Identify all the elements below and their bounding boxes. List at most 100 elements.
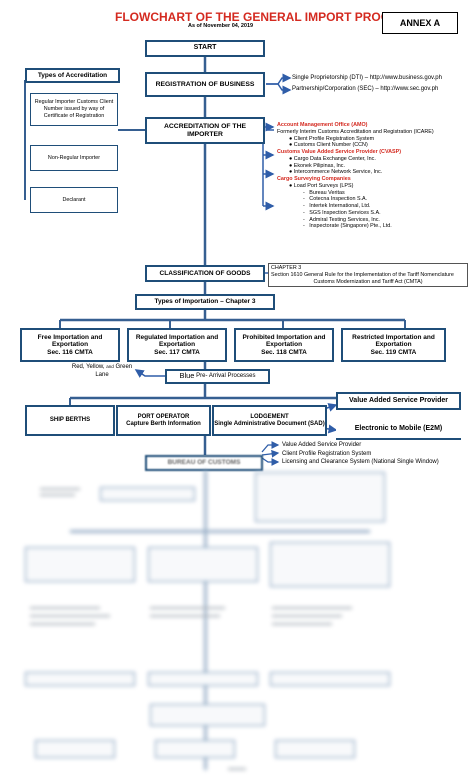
bullet-icon: ● [289,135,294,142]
prohibited-importation-label: Prohibited Importation and Exportation [242,333,326,349]
lps-item: Inspectorate (Singapore) Pte., Ltd. [309,223,392,230]
post-lodgement-list: Value Added Service Provider Client Prof… [282,441,439,467]
declarant-box: Declarant [30,187,118,213]
non-regular-importer-box: Non-Regular Importer [30,145,118,171]
blur-box [255,472,385,522]
arrow-right-icon [261,441,280,453]
types-of-accreditation-label: Types of Accreditation [25,68,120,83]
lodgement-title: LODGEMENT [250,413,289,420]
bullet-icon: ● [289,169,294,176]
blur-box [100,487,195,501]
bullet-icon: ● [289,162,294,169]
cvasp-list: ● Cargo Data Exchange Center, Inc. ● Eko… [277,156,472,176]
regulated-importation-label: Regulated Importation and Exportation [135,333,219,349]
registration-link-sec: Partnership/Corporation (SEC) – http://w… [292,86,439,92]
accreditation-details: Account Management Office (AMO) Formerly… [277,122,472,230]
lps-item: Intertek International, Ltd. [309,203,371,209]
blur-text [40,494,75,496]
blur-text [150,607,225,609]
port-operator-title: PORT OPERATOR [137,413,190,420]
arrow-right-icon [266,83,292,95]
chapter3-box: CHAPTER 3 Section 1610 General Rule for … [268,263,468,287]
regulated-importation-box: Regulated Importation and Exportation Se… [127,328,227,362]
restricted-importation-label: Restricted Importation and Exportation [352,333,435,349]
vasp-box: Value Added Service Provider [336,392,461,410]
chapter3-section: Section 1610 General Rule for the Implem… [271,271,454,278]
blur-box [25,547,135,582]
registration-link-dti: Single Proprietorship (DTI) – http://www… [292,75,442,81]
start-node: START [145,40,265,57]
lanes-and: and [106,364,114,369]
blur-text [228,768,246,770]
regulated-importation-section: Sec. 117 CMTA [154,348,200,356]
blurred-region [0,462,474,780]
blur-text [30,607,100,609]
blur-box [150,704,265,726]
arrow-right-icon [134,369,165,378]
blur-bus [70,530,370,533]
lodgement-sub: Single Administrative Document (SAD) [214,420,325,427]
csc-title: Cargo Surveying Companies [277,176,351,182]
blur-spine [204,470,207,770]
amo-title: Account Management Office (AMO) [277,122,368,128]
annex-badge: ANNEX A [382,12,458,34]
blur-text [30,623,95,625]
lps-list: ● Load Port Surveys (LPS) - Bureau Verit… [289,182,392,230]
blur-text [150,615,220,617]
amo-item: Customs Client Number (CCN) [293,142,368,149]
free-importation-section: Sec. 116 CMTA [47,348,93,356]
arrow-right-icon [261,449,280,458]
lps-item: Admiral Testing Services, Inc. [309,216,380,223]
bullet-icon: ● [289,182,294,189]
free-importation-box: Free Importation and Exportation Sec. 11… [20,328,120,362]
bullet-icon: ● [289,155,294,162]
amo-list: ● Client Profile Registration System ● C… [277,136,472,150]
post-item: Licensing and Clearance System (National… [282,459,439,466]
blur-box [148,547,258,582]
pre-arrival-blue: Blue [179,371,195,381]
ship-berths-box: SHIP BERTHS [25,405,115,436]
arrow-right-icon [261,457,280,466]
e2m-box: Electronic to Mobile (E2M) [336,420,461,440]
amo-desc: Formerly Interim Customs Accreditation a… [277,128,434,135]
lanes-green: Green [115,364,133,370]
lps-item: SGS Inspection Services S.A. [309,209,381,216]
blur-text [40,488,80,490]
blur-box [25,672,135,686]
blur-text [272,623,332,625]
port-operator-sub: Capture Berth Information [126,420,201,427]
blur-box [35,740,115,758]
prohibited-importation-box: Prohibited Importation and Exportation S… [234,328,334,362]
regular-importer-box: Regular Importer Customs Client Number i… [30,93,118,126]
chapter3-title: CHAPTER 3 [271,265,302,271]
cvasp-title: Customs Value Added Service Provider (CV… [277,149,402,155]
lanes-colors: Red, Yellow, [71,364,105,370]
types-of-importation-node: Types of Importation – Chapter 3 [135,294,275,310]
restricted-importation-box: Restricted Importation and Exportation S… [341,328,446,362]
pre-arrival-node: Blue Pre- Arrival Processes [165,369,270,384]
post-item: Client Profile Registration System [282,450,372,457]
cvasp-item: Ekonek Pilipinas, Inc. [293,162,346,169]
restricted-importation-section: Sec. 119 CMTA [370,348,417,356]
blur-box [270,672,390,686]
blur-box [270,542,390,587]
lps-item: Bureau Veritas [309,189,345,196]
cvasp-item: Intercommerce Network Service, Inc. [293,169,383,176]
accreditation-node: ACCREDITATION OF THE IMPORTER [145,117,265,144]
lanes-lane: Lane [95,371,109,378]
registration-node: REGISTRATION OF BUSINESS [145,72,265,97]
prohibited-importation-section: Sec. 118 CMTA [261,348,307,356]
blur-box [148,672,258,686]
cvasp-item: Cargo Data Exchange Center, Inc. [293,155,376,162]
blur-box [275,740,355,758]
pre-arrival-text: Pre- Arrival Processes [196,373,256,380]
lanes-label: Red, Yellow, and Green Lane [62,364,142,380]
blur-text [272,607,352,609]
lps-label: Load Port Surveys (LPS) [293,182,354,189]
page-title: FLOWCHART OF THE GENERAL IMPORT PROCEDUR… [115,10,440,24]
arrow-right-icon [266,73,292,85]
classification-node: CLASSIFICATION OF GOODS [145,265,265,282]
port-operator-box: PORT OPERATOR Capture Berth Information [116,405,211,436]
blur-text [272,615,342,617]
bullet-icon: ● [289,142,294,149]
